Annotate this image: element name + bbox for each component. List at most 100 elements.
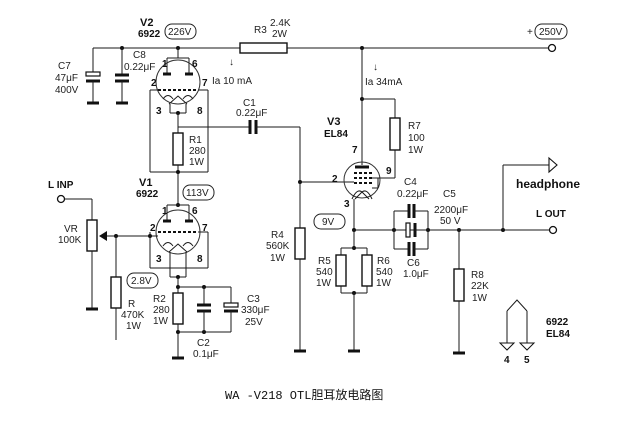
c4-name: C4 (404, 177, 417, 188)
vr-value: 100K (58, 235, 82, 246)
r5-value: 540 (316, 267, 333, 278)
c6-value: 1.0μF (403, 269, 429, 280)
c7-name: C7 (58, 61, 71, 72)
c4-value: 0.22μF (397, 189, 428, 200)
v3-pin7: 7 (352, 145, 358, 156)
v3-cathode-voltage-pill (313, 213, 346, 230)
v2-pin1: 1 (162, 59, 168, 70)
heater-tube1: 6922 (546, 317, 569, 328)
c3-rating: 25V (245, 317, 263, 328)
v3-pin9: 9 (386, 166, 392, 177)
output-terminal[interactable] (548, 225, 558, 235)
v3-pin3: 3 (344, 199, 350, 210)
v1-pin1: 1 (162, 206, 168, 217)
c5-rating: 50 V (440, 216, 461, 227)
r6-name: R6 (377, 256, 390, 267)
v2-pin8: 8 (197, 106, 203, 117)
input-terminal[interactable] (56, 194, 66, 204)
c7-value: 47μF (55, 73, 78, 84)
v3-current: Ia 34mA (365, 77, 403, 88)
c5-name: C5 (443, 189, 456, 200)
c7-rating: 400V (55, 85, 79, 96)
bias-voltage-pill (126, 272, 159, 289)
r7-value: 100 (408, 133, 425, 144)
c5-value: 2200μF (434, 205, 468, 216)
resistor-r1 (172, 132, 184, 166)
r4-rating: 1W (270, 253, 286, 264)
c3-name: C3 (247, 294, 260, 305)
heater-pin5: 5 (524, 355, 530, 366)
r-name: R (128, 299, 135, 310)
r7-name: R7 (408, 121, 421, 132)
v1-name: V1 (139, 177, 152, 189)
resistor-r (110, 276, 122, 309)
resistor-r4 (294, 180, 347, 353)
r3-value: 2.4K (270, 18, 291, 29)
c1-name: C1 (243, 98, 256, 109)
v1-pin8: 8 (197, 254, 203, 265)
r4-name: R4 (271, 230, 284, 241)
vr-name: VR (64, 224, 78, 235)
r6-rating: 1W (376, 278, 392, 289)
r-rating: 1W (126, 321, 142, 332)
tube-v3 (343, 48, 396, 231)
v1-voltage: 113V (186, 188, 209, 199)
r2-value: 280 (153, 305, 170, 316)
r8-name: R8 (471, 270, 484, 281)
r1-rating: 1W (189, 157, 205, 168)
r5-name: R5 (318, 256, 331, 267)
v2-voltage-pill (164, 23, 197, 40)
r2-rating: 1W (153, 316, 169, 327)
v1-pin3: 3 (156, 254, 162, 265)
v1-type: 6922 (136, 189, 159, 200)
capacitor-c7 (85, 48, 101, 105)
diagram-title: WA -V218 OTL胆耳放电路图 (225, 387, 383, 403)
r6-value: 540 (376, 267, 393, 278)
v2-pin2: 2 (151, 78, 157, 89)
tube-v2 (149, 48, 209, 173)
headphone-arrow-icon (548, 156, 558, 174)
supply-plus: + (527, 27, 533, 38)
r5-rating: 1W (316, 278, 332, 289)
v3-cathode-voltage: 9V (322, 217, 335, 228)
supply-terminal[interactable] (547, 43, 557, 53)
v1-pin6: 6 (192, 206, 198, 217)
v3-name: V3 (327, 116, 340, 128)
supply-voltage: 250V (539, 27, 563, 38)
tube-v1 (149, 203, 209, 279)
v1-voltage-pill (182, 184, 215, 201)
output-network (453, 164, 549, 355)
bias-voltage: 2.8V (131, 276, 152, 287)
c8-value: 0.22μF (124, 62, 155, 73)
supply-voltage-pill (534, 23, 568, 40)
c3-value: 330μF (241, 305, 270, 316)
cathode-network-v3 (335, 228, 373, 353)
r2-name: R2 (153, 294, 166, 305)
r3-rating: 2W (272, 29, 288, 40)
v2-current: Ia 10 mA (212, 76, 252, 87)
r8-value: 22K (471, 281, 489, 292)
heater-pin4: 4 (504, 355, 510, 366)
r8-rating: 1W (472, 293, 488, 304)
c6-name: C6 (407, 258, 420, 269)
output-capacitor-bank (392, 204, 459, 256)
capacitor-c8 (115, 48, 129, 105)
v2-pin3: 3 (156, 106, 162, 117)
output-label: L OUT (536, 209, 566, 220)
v1-pin2: 2 (150, 223, 156, 234)
c1-value: 0.22μF (236, 108, 267, 119)
v3-current-arrow: ↓ (373, 62, 378, 73)
cathode-network-v1 (172, 277, 239, 360)
r1-value: 280 (189, 146, 206, 157)
headphone-label: headphone (516, 177, 580, 191)
v3-type: EL84 (324, 129, 348, 140)
r7-rating: 1W (408, 145, 424, 156)
r4-value: 560K (266, 241, 290, 252)
input-label: L INP (48, 180, 74, 191)
c8-name: C8 (133, 50, 146, 61)
resistor-r3 (239, 42, 288, 54)
c2-name: C2 (197, 338, 210, 349)
r-value: 470K (121, 310, 145, 321)
v2-current-arrow: ↓ (229, 57, 234, 68)
